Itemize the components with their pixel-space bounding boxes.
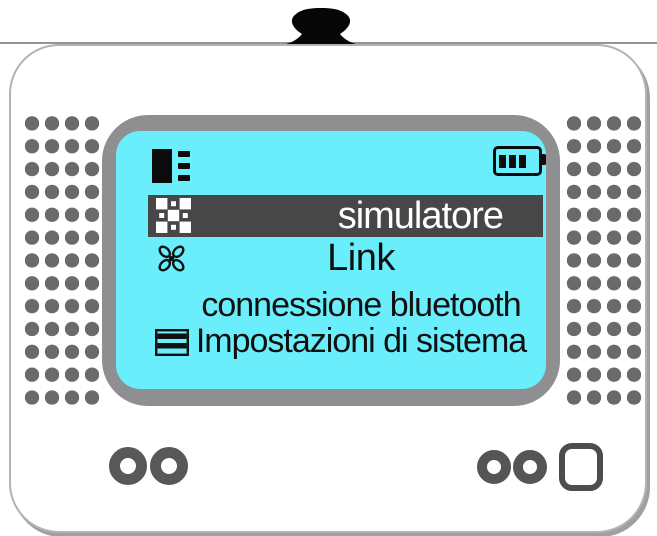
speaker-grille-right <box>564 112 644 409</box>
round-button-right-2[interactable] <box>513 450 547 484</box>
battery-icon <box>493 146 546 176</box>
list-icon <box>152 149 190 183</box>
antenna-knob[interactable] <box>281 8 361 45</box>
menu-item-label: connessione bluetooth <box>201 286 521 324</box>
fan-icon <box>158 245 185 272</box>
menu-item-system-settings[interactable]: Impostazioni di sistema <box>176 322 546 361</box>
menu-item-link[interactable]: Link <box>176 237 546 280</box>
speaker-grille-left <box>22 112 102 409</box>
screen-bezel: simulatore Link connessione bluetooth <box>102 115 560 406</box>
round-button-left-1[interactable] <box>109 447 147 485</box>
battery-bar <box>509 154 516 168</box>
round-button-right-1[interactable] <box>477 450 511 484</box>
lcd-screen: simulatore Link connessione bluetooth <box>116 131 546 389</box>
square-button[interactable] <box>559 443 603 491</box>
menu-item-label: Impostazioni di sistema <box>195 322 527 360</box>
grid-icon <box>156 198 191 233</box>
battery-bar <box>499 154 506 168</box>
battery-bar <box>519 154 526 168</box>
menu-item-label: Link <box>327 237 395 279</box>
stacked-bars-icon <box>155 329 189 356</box>
round-button-left-2[interactable] <box>150 447 188 485</box>
menu-item-simulatore[interactable]: simulatore <box>148 195 543 237</box>
menu-item-label: simulatore <box>337 195 504 237</box>
menu-item-bluetooth[interactable]: connessione bluetooth <box>176 286 546 325</box>
